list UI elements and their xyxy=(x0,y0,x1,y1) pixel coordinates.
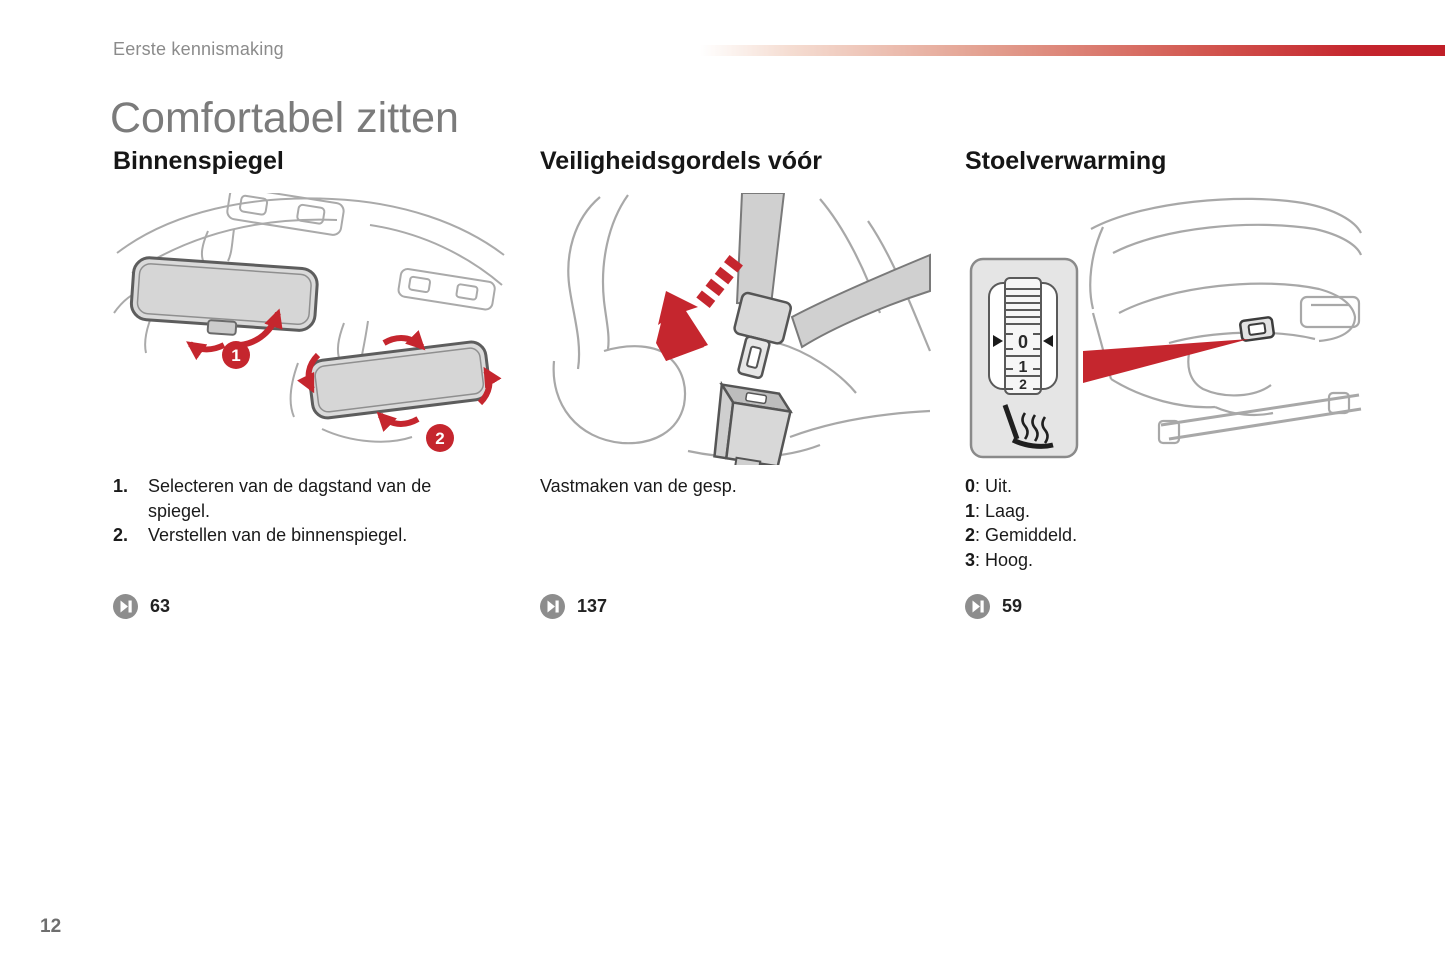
seat-heating-illustration: 0 1 2 xyxy=(963,193,1363,465)
list-item: 1. Selecteren van de dagstand van de spi… xyxy=(113,474,458,523)
setting-line: 3: Hoog. xyxy=(965,548,1310,573)
dial-label-0: 0 xyxy=(1018,332,1028,352)
setting-text: : Uit. xyxy=(975,476,1013,496)
list-item-text: Verstellen van de binnenspiegel. xyxy=(148,525,408,545)
section-kicker: Eerste kennismaking xyxy=(113,39,284,59)
seatbelt-caption: Vastmaken van de gesp. xyxy=(540,476,737,496)
setting-text: : Gemiddeld. xyxy=(975,525,1078,545)
column-heading-veiligheidsgordels: Veiligheidsgordels vóór xyxy=(540,147,823,175)
column-heading-binnenspiegel: Binnenspiegel xyxy=(113,147,284,175)
setting-line: 0: Uit. xyxy=(965,474,1310,499)
page-reference: 59 xyxy=(965,594,1022,619)
interior-mirror-illustration: 1 2 xyxy=(112,186,507,465)
seatbelt-illustration xyxy=(538,192,933,477)
callout-2-circle xyxy=(426,424,454,452)
dial-label-1: 1 xyxy=(1019,359,1028,376)
page-reference-number: 59 xyxy=(1002,596,1023,616)
seat-line-art xyxy=(1089,197,1363,445)
setting-number: 2 xyxy=(965,525,976,545)
list-item-number: 1. xyxy=(113,476,129,496)
page-reference: 63 xyxy=(113,594,170,619)
pointer-wedge xyxy=(1083,339,1249,383)
setting-number: 3 xyxy=(965,549,976,570)
setting-text: : Laag. xyxy=(975,500,1031,521)
skip-forward-icon xyxy=(540,594,565,619)
setting-line: 1: Laag. xyxy=(965,499,1310,524)
setting-number: 0 xyxy=(965,476,976,496)
heater-control-panel: 0 1 2 xyxy=(969,257,1079,459)
heater-switch xyxy=(1239,316,1275,342)
list-item-text: Selecteren van de dagstand van de spiege… xyxy=(148,476,432,521)
list-item-number: 2. xyxy=(113,525,129,545)
stoelverwarming-caption: 0: Uit. 1: Laag. 2: Gemiddeld. 3: Hoog. xyxy=(965,474,1310,572)
column-heading-stoelverwarming: Stoelverwarming xyxy=(965,147,1167,175)
page-number: 12 xyxy=(40,916,62,937)
skip-forward-icon xyxy=(965,594,990,619)
page-reference-number: 63 xyxy=(150,596,171,616)
setting-text: : Hoog. xyxy=(975,549,1034,570)
skip-forward-icon xyxy=(113,594,138,619)
mirror-2 xyxy=(307,340,491,420)
page-reference: 137 xyxy=(540,594,607,619)
callout-1-label: 1 xyxy=(231,346,240,365)
list-item: 2. Verstellen van de binnenspiegel. xyxy=(113,523,458,548)
page-title: Comfortabel zitten xyxy=(110,94,459,142)
heated-seat-icon xyxy=(1002,404,1054,449)
dial-label-2: 2 xyxy=(1019,376,1027,392)
belt-tongue xyxy=(733,291,792,379)
push-down-arrow xyxy=(656,254,743,361)
setting-line: 2: Gemiddeld. xyxy=(965,523,1310,548)
callout-2-label: 2 xyxy=(435,429,444,448)
setting-number: 1 xyxy=(965,500,976,521)
callout-1-circle xyxy=(222,341,250,369)
red-gradient-rule xyxy=(700,45,1445,56)
belt-buckle xyxy=(713,380,793,477)
mirror-1 xyxy=(129,256,319,336)
mirror-2-arrows xyxy=(296,330,502,432)
binnenspiegel-caption: 1. Selecteren van de dagstand van de spi… xyxy=(113,474,458,548)
page-reference-number: 137 xyxy=(577,596,608,616)
